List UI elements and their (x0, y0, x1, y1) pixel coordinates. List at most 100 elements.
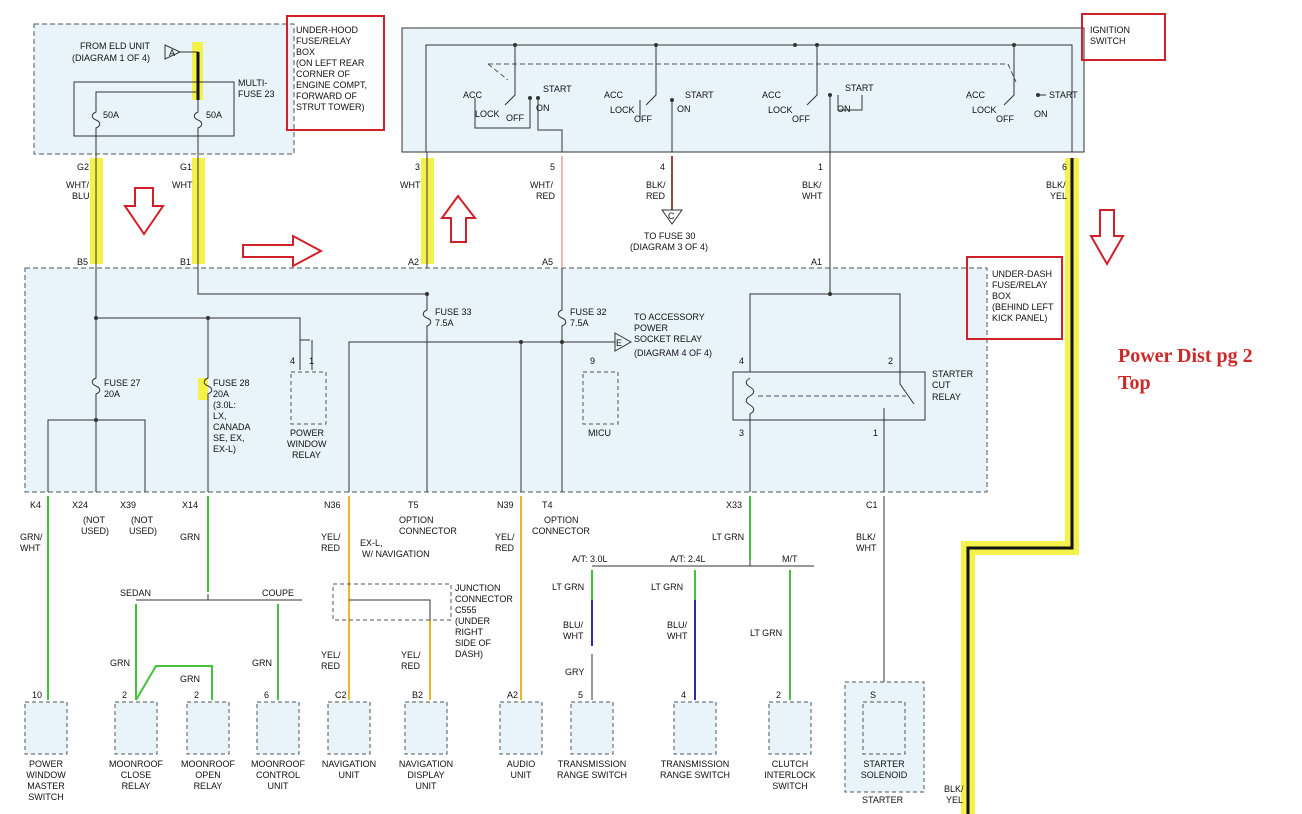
component-label: MOONROOF (181, 759, 235, 769)
svg-text:USED): USED) (81, 526, 109, 536)
component-box (114, 701, 158, 755)
component-label: OPEN (195, 770, 221, 780)
svg-text:ON: ON (536, 103, 550, 113)
svg-text:YEL/: YEL/ (321, 650, 341, 660)
svg-text:OFF: OFF (792, 114, 810, 124)
svg-text:C555: C555 (455, 605, 477, 615)
svg-text:POWER: POWER (634, 323, 669, 333)
svg-text:YEL: YEL (946, 795, 963, 805)
fuse-50a-left: 50A (103, 110, 119, 120)
connector-a: A (169, 48, 175, 58)
svg-text:YEL/: YEL/ (321, 532, 341, 542)
svg-text:1: 1 (818, 162, 823, 172)
fuse-33-label: FUSE 33 (435, 307, 472, 317)
coupe-label: COUPE (262, 588, 294, 598)
svg-text:(DIAGRAM 4 OF 4): (DIAGRAM 4 OF 4) (634, 348, 712, 358)
component-label: MOONROOF (109, 759, 163, 769)
svg-text:RED: RED (536, 191, 556, 201)
power-window-relay-label: POWER WINDOW RELAY (287, 428, 327, 460)
svg-text:LT GRN: LT GRN (552, 582, 584, 592)
svg-text:X39: X39 (120, 500, 136, 510)
component-box (862, 701, 906, 755)
component-label: STARTER (863, 759, 905, 769)
svg-text:IGNITION: IGNITION (1090, 25, 1130, 35)
svg-text:B5: B5 (77, 257, 88, 267)
component-pin: 2 (122, 690, 127, 700)
svg-text:FUSE/RELAY: FUSE/RELAY (992, 280, 1047, 290)
svg-text:RED: RED (646, 191, 666, 201)
svg-text:ACC: ACC (604, 90, 624, 100)
svg-text:T5: T5 (408, 500, 419, 510)
component-label: SWITCH (772, 781, 808, 791)
component-label: CLOSE (121, 770, 152, 780)
svg-text:5: 5 (550, 162, 555, 172)
svg-text:CONNECTOR: CONNECTOR (399, 526, 457, 536)
component-box (499, 701, 543, 755)
svg-text:B1: B1 (180, 257, 191, 267)
svg-text:BLK/: BLK/ (646, 180, 666, 190)
svg-text:STRUT TOWER): STRUT TOWER) (296, 102, 365, 112)
svg-text:ACC: ACC (966, 90, 986, 100)
fuse-32-rating: 7.5A (570, 318, 589, 328)
svg-text:BOX: BOX (992, 291, 1011, 301)
svg-text:4: 4 (290, 356, 295, 366)
svg-text:SIDE OF: SIDE OF (455, 638, 492, 648)
svg-text:START: START (543, 84, 572, 94)
svg-text:GRN: GRN (252, 658, 272, 668)
component-label: NAVIGATION (399, 759, 453, 769)
component-pin: 2 (776, 690, 781, 700)
component-pin: 4 (681, 690, 686, 700)
svg-text:BLK/: BLK/ (802, 180, 822, 190)
multifuse-line1: MULTI- (238, 78, 267, 88)
component-label: UNIT (339, 770, 360, 780)
component-label: UNIT (416, 781, 437, 791)
component-box (186, 701, 230, 755)
micu-label: MICU (588, 428, 611, 438)
svg-text:RED: RED (401, 661, 421, 671)
svg-text:(BEHIND LEFT: (BEHIND LEFT (992, 302, 1054, 312)
to-fuse-30-diagram: (DIAGRAM 3 OF 4) (630, 242, 708, 252)
svg-text:2: 2 (888, 356, 893, 366)
svg-text:RED: RED (495, 543, 515, 553)
micu (582, 371, 619, 425)
svg-text:(NOT: (NOT (131, 515, 153, 525)
svg-text:UNDER-DASH: UNDER-DASH (992, 269, 1052, 279)
svg-text:FUSE/RELAY: FUSE/RELAY (296, 36, 351, 46)
svg-text:OFF: OFF (506, 113, 524, 123)
component-label: RELAY (194, 781, 223, 791)
svg-text:UNDER-HOOD: UNDER-HOOD (296, 25, 358, 35)
component-label: INTERLOCK (764, 770, 816, 780)
svg-text:GRN: GRN (110, 658, 130, 668)
svg-text:(ON LEFT REAR: (ON LEFT REAR (296, 58, 365, 68)
svg-text:CUT: CUT (932, 380, 951, 390)
svg-text:G2: G2 (77, 162, 89, 172)
component-pin: 10 (32, 690, 42, 700)
svg-text:1: 1 (873, 428, 878, 438)
svg-text:G1: G1 (180, 162, 192, 172)
component-pin: S (870, 690, 876, 700)
power-dist-note-2: Top (1118, 372, 1151, 394)
svg-text:A5: A5 (542, 257, 553, 267)
starter-cut-relay-label: STARTER CUT RELAY (932, 369, 974, 402)
at-24-label: A/T: 2.4L (670, 554, 706, 564)
svg-text:USED): USED) (129, 526, 157, 536)
svg-text:K4: K4 (30, 500, 41, 510)
svg-text:C1: C1 (866, 500, 878, 510)
trans-wire-labels: LT GRN BLU/ WHT GRY LT GRN BLU/ WHT LT G… (552, 582, 782, 677)
svg-text:A1: A1 (811, 257, 822, 267)
svg-text:LOCK: LOCK (972, 105, 997, 115)
accessory-label: TO ACCESSORY POWER SOCKET RELAY (DIAGRAM… (634, 312, 712, 358)
starter-cut-relay (732, 371, 926, 421)
svg-text:WINDOW: WINDOW (287, 439, 327, 449)
from-eld-line2: (DIAGRAM 1 OF 4) (72, 53, 150, 63)
fuse-50a-right: 50A (206, 110, 222, 120)
svg-text:OPTION: OPTION (399, 515, 434, 525)
power-dist-note: Power Dist pg 2 (1118, 345, 1253, 367)
ignition-switch-box (402, 28, 1084, 152)
svg-text:(3.0L:: (3.0L: (213, 400, 236, 410)
wire-label-yel-red: YEL/ RED YEL/ RED YEL/ RED (321, 532, 421, 671)
